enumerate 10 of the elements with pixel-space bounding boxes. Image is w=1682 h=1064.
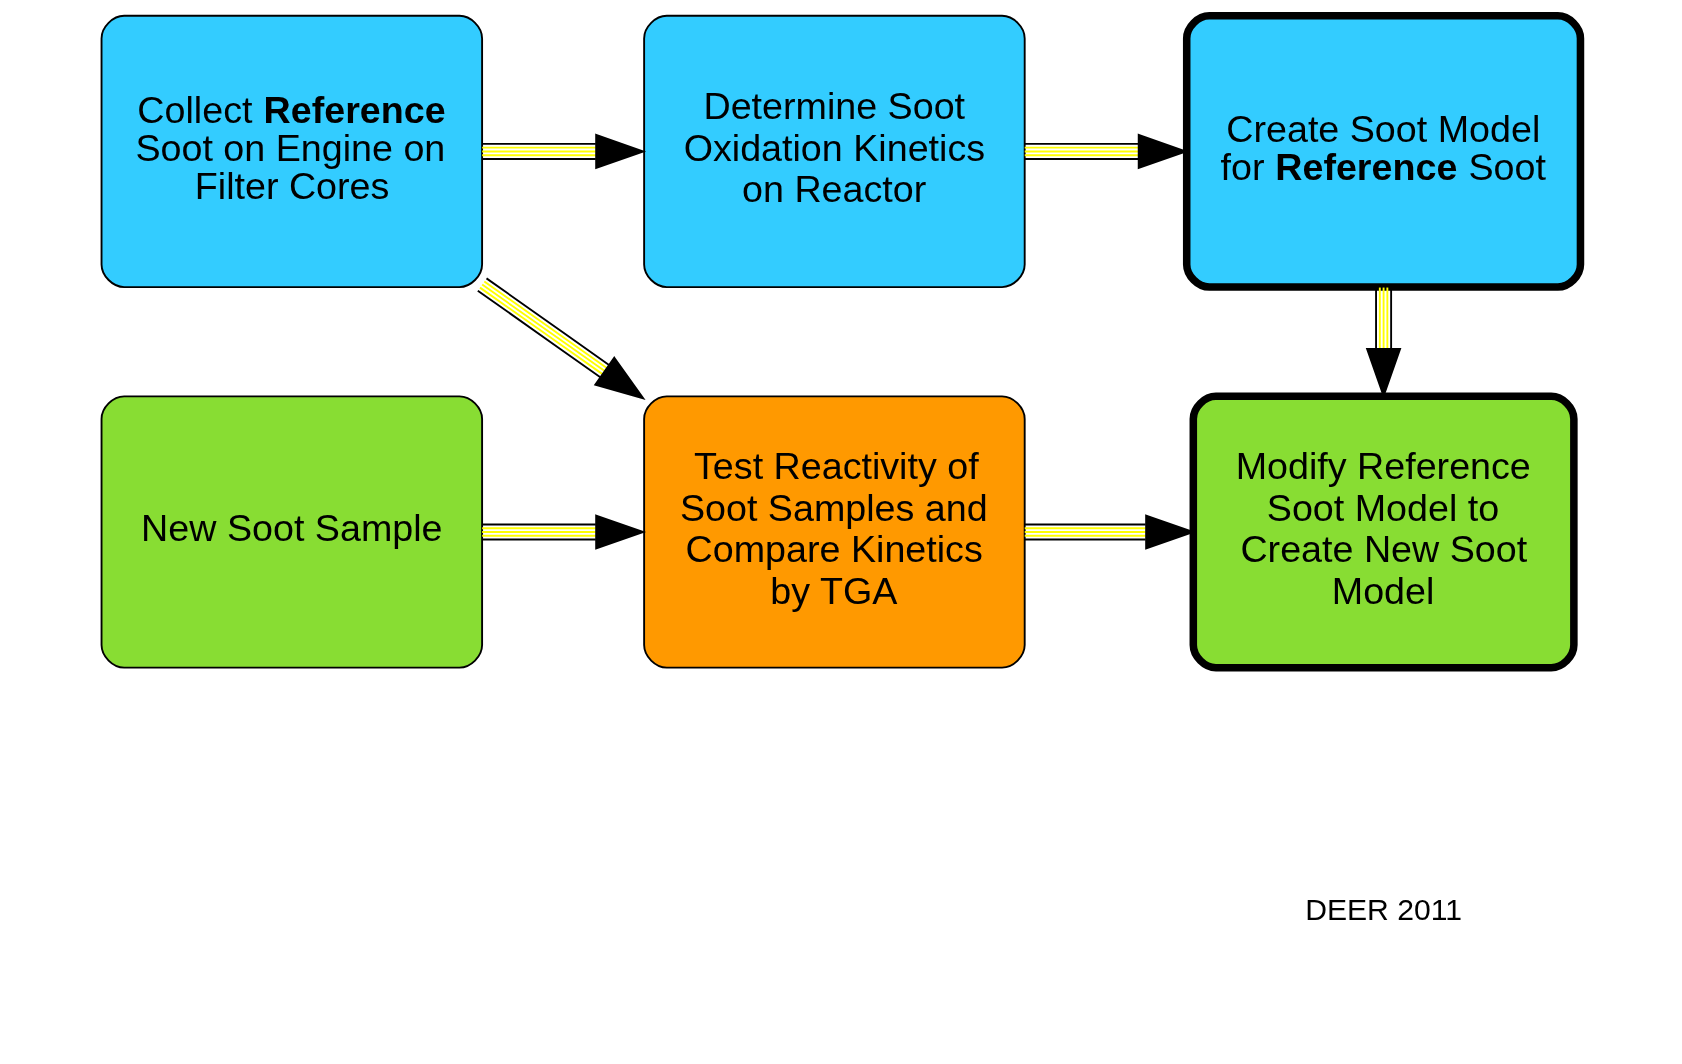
label: DEER 2011 [1305, 892, 1463, 926]
arrow [481, 514, 647, 550]
node-box: Determine Soot Oxidation Kinetics on Reactor [643, 14, 1026, 288]
arrow [481, 133, 647, 170]
node-box: New Soot Sample [100, 395, 484, 669]
node-box: Collect Reference Soot on Engine on Filter Cores [100, 14, 484, 288]
arrow [476, 277, 646, 400]
node-box: Test Reactivity of Soot Samples and Compare Kinetics by TGA [643, 395, 1026, 669]
node-box: Modify Reference Soot Model to Create New Soot Model [1189, 392, 1578, 672]
node-box: Create Soot Model for Reference Soot [1182, 12, 1585, 291]
